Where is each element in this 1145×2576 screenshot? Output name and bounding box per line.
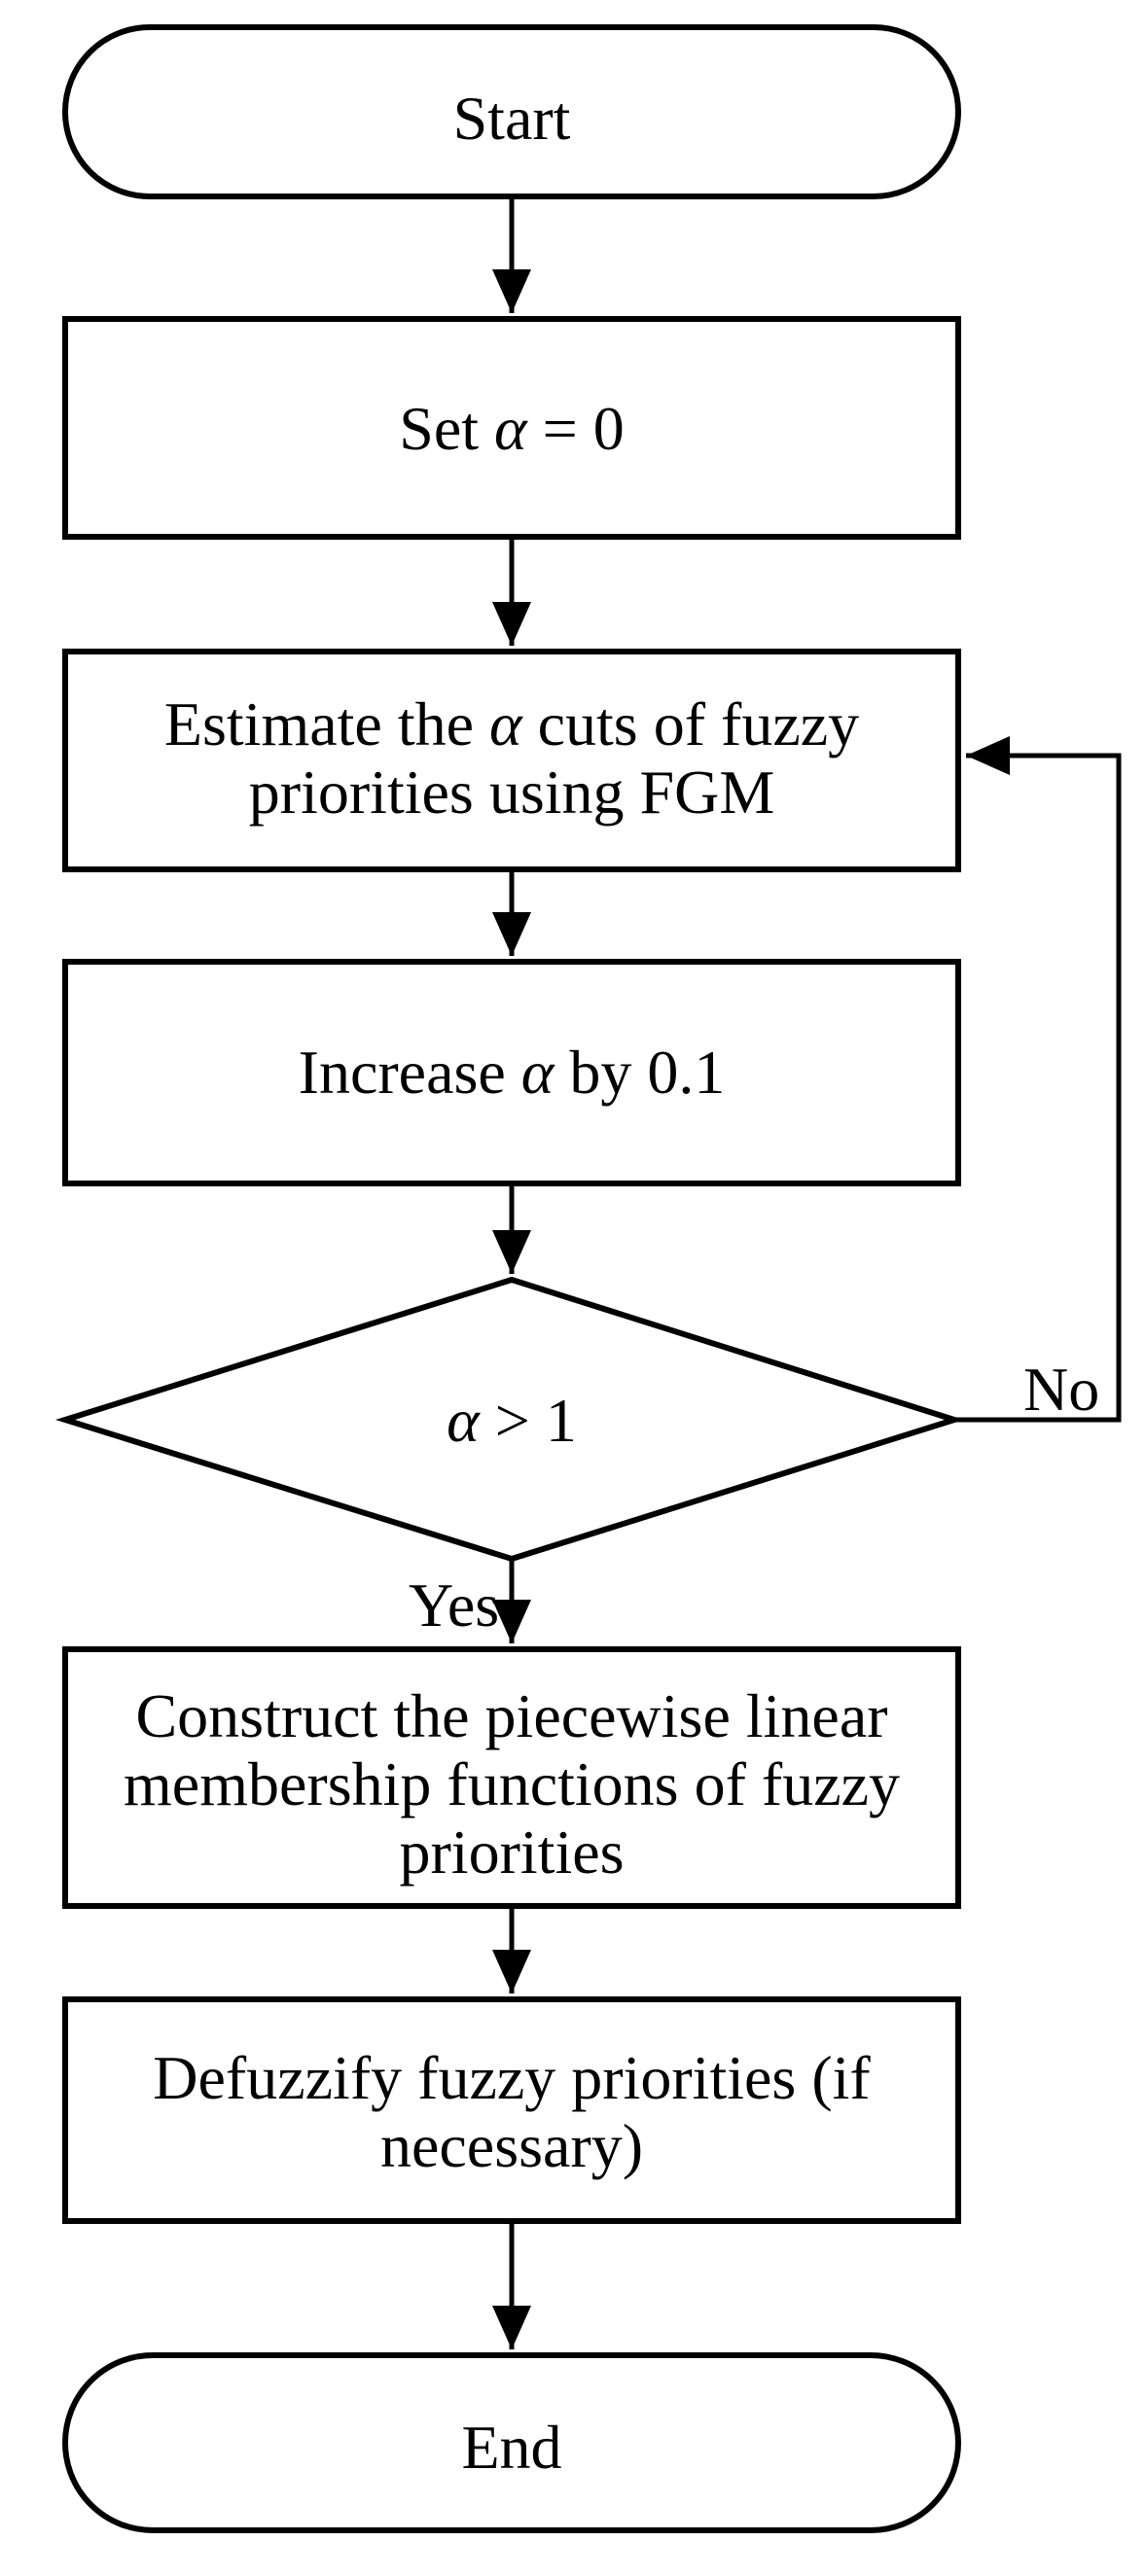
estimate-line1: Estimate the α cuts of fuzzy (164, 689, 859, 759)
end-terminator (62, 2352, 961, 2533)
decision-suffix: > 1 (480, 1386, 577, 1455)
alpha-symbol: α (521, 1038, 555, 1107)
set-alpha-suffix: = 0 (527, 394, 625, 463)
construct-box (62, 1646, 961, 1909)
estimate-line1-suffix: cuts of fuzzy (522, 689, 860, 759)
arrow-no-loop (954, 736, 1122, 1423)
defuzzify-box (62, 1996, 961, 2224)
start-label: Start (453, 84, 571, 153)
construct-line3: priorities (399, 1817, 624, 1887)
construct-line2: membership functions of fuzzy (124, 1749, 900, 1818)
alpha-symbol: α (489, 689, 523, 759)
increase-box (62, 959, 961, 1186)
no-label: No (1023, 1355, 1099, 1424)
alpha-symbol: α (447, 1386, 481, 1455)
alpha-symbol: α (494, 394, 528, 463)
set-alpha-label: Set α = 0 (399, 394, 624, 463)
estimate-line2: priorities using FGM (249, 758, 774, 827)
decision-label: α > 1 (447, 1386, 577, 1455)
construct-line1: Construct the piecewise linear (135, 1681, 887, 1750)
increase-prefix: Increase (299, 1038, 521, 1107)
defuzzify-line1: Defuzzify fuzzy priorities (if (153, 2043, 871, 2112)
set-alpha-prefix: Set (399, 394, 494, 463)
estimate-line1-prefix: Estimate the (164, 689, 489, 759)
increase-label: Increase α by 0.1 (299, 1038, 726, 1107)
end-label: End (461, 2413, 561, 2482)
yes-label: Yes (409, 1570, 499, 1640)
defuzzify-line2: necessary) (380, 2111, 643, 2180)
set-alpha-box (62, 316, 961, 540)
increase-suffix: by 0.1 (554, 1038, 725, 1107)
